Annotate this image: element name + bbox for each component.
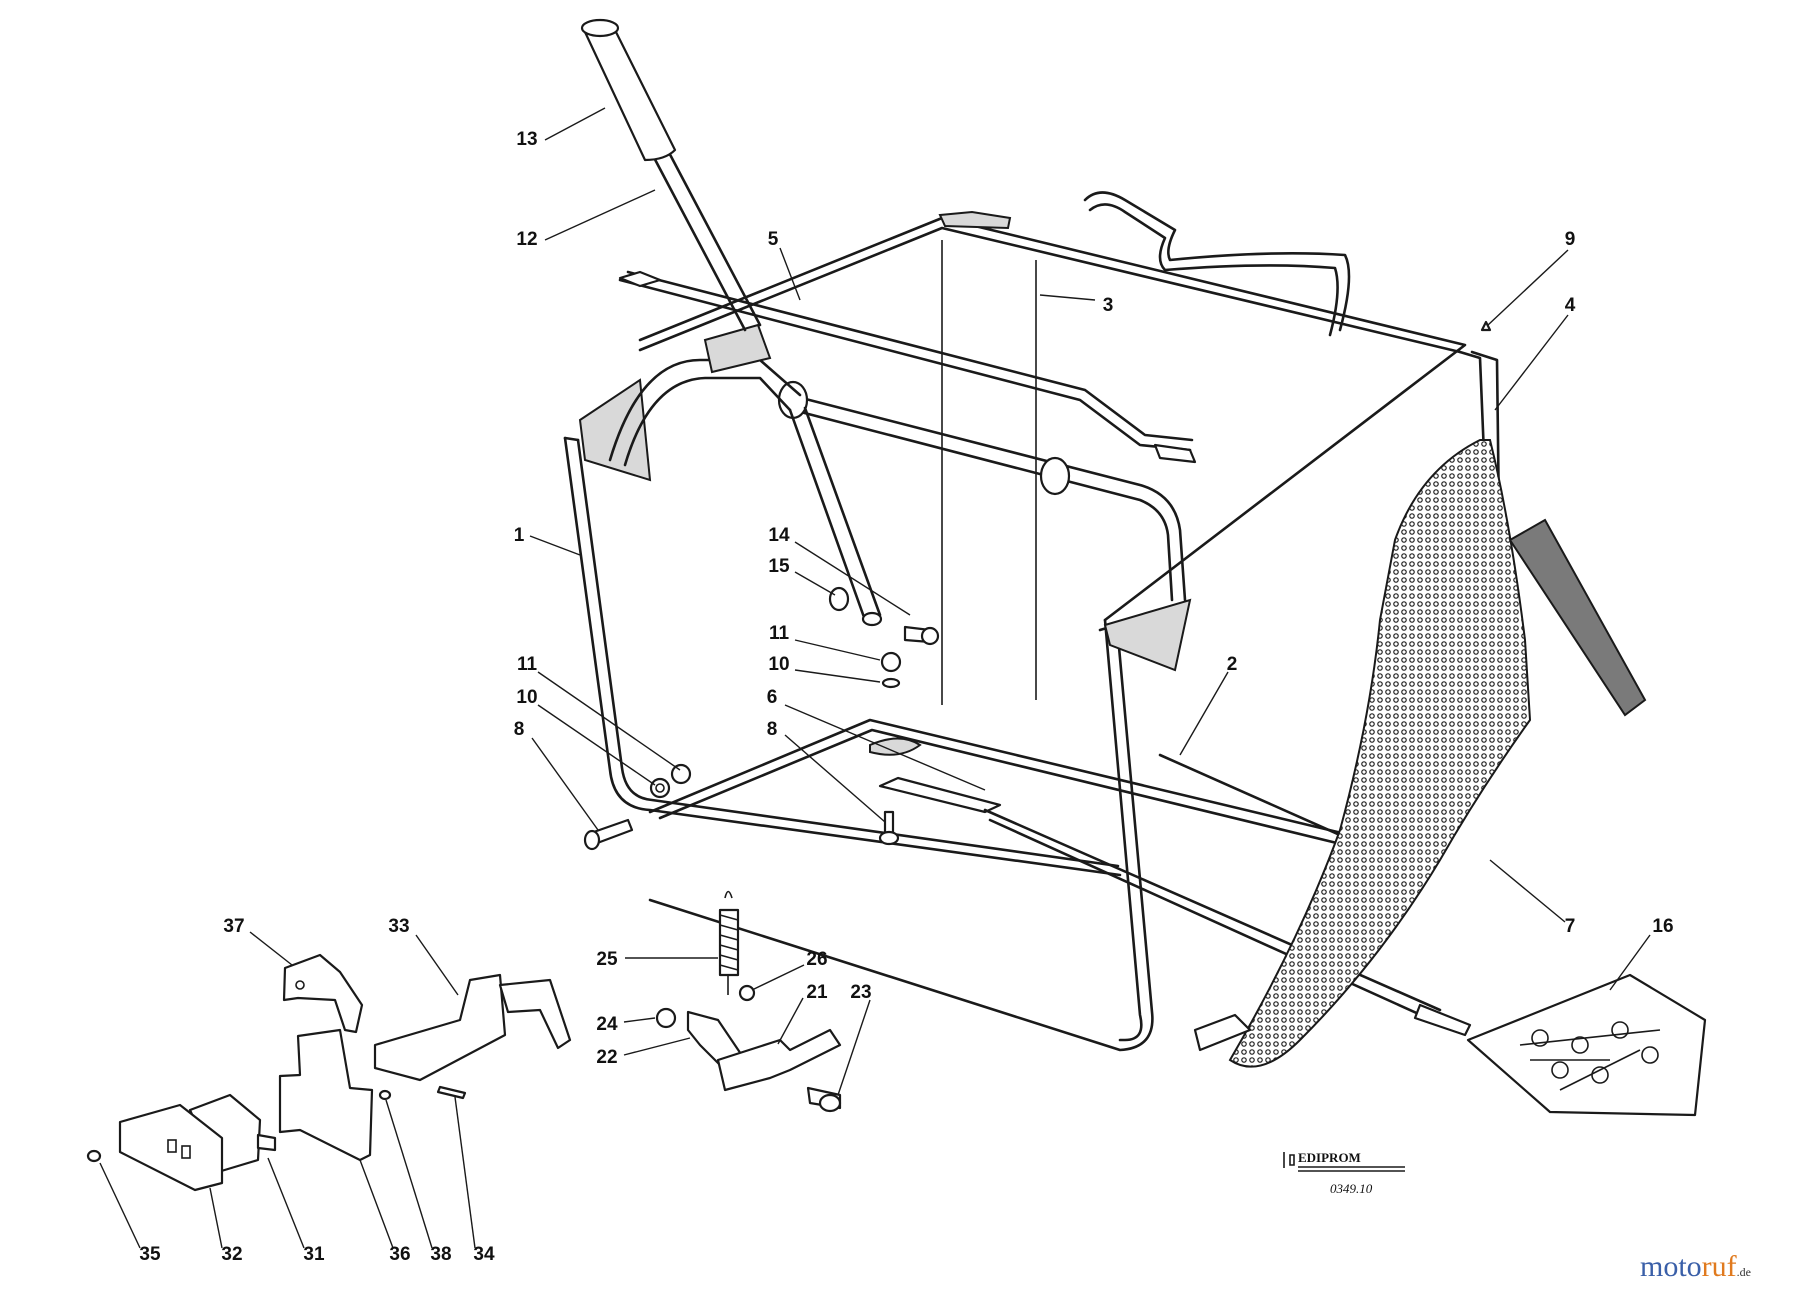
callout-14: 14 <box>768 525 790 546</box>
callout-32: 32 <box>221 1244 242 1265</box>
frame-fasteners <box>583 320 1492 851</box>
callout-31: 31 <box>303 1244 325 1265</box>
latch-assembly <box>86 953 572 1192</box>
brand-logo: motoruf.de <box>1640 1250 1751 1284</box>
callout-12: 12 <box>516 229 537 250</box>
catcher-frame <box>563 210 1502 1052</box>
brand-part-2: ruf <box>1701 1250 1737 1283</box>
callout-10: 10 <box>516 687 537 708</box>
callout-2: 2 <box>1227 654 1238 675</box>
callout-23: 23 <box>850 982 871 1003</box>
handle-assembly <box>580 18 1197 627</box>
brand-suffix: .de <box>1736 1265 1751 1279</box>
callout-38: 38 <box>430 1244 451 1265</box>
callout-25: 25 <box>596 949 618 970</box>
hardware-bag <box>1466 973 1707 1117</box>
callout-37: 37 <box>223 916 244 937</box>
callout-1: 1 <box>514 525 525 546</box>
brand-part-1: moto <box>1640 1250 1702 1283</box>
callout-21: 21 <box>806 982 828 1003</box>
leader-lines <box>99 107 1651 1249</box>
callout-8: 8 <box>514 719 525 740</box>
publisher-mark: EDIPROM 0349.10 <box>1283 1150 1405 1196</box>
callout-16: 16 <box>1652 916 1673 937</box>
callout-26: 26 <box>806 949 827 970</box>
callout-5: 5 <box>768 229 779 250</box>
callout-15: 15 <box>768 556 790 577</box>
callout-11: 11 <box>769 623 790 644</box>
callout-35: 35 <box>139 1244 161 1265</box>
callout-13: 13 <box>516 129 537 150</box>
callout-labels: 13 12 5 3 9 4 1 14 15 11 10 6 8 11 10 8 2 7 16 37 33 25 26 21 23… <box>139 129 1673 1265</box>
callout-6: 6 <box>767 687 778 708</box>
callout-10: 10 <box>768 654 789 675</box>
callout-34: 34 <box>473 1244 495 1265</box>
callout-33: 33 <box>388 916 409 937</box>
callout-36: 36 <box>389 1244 410 1265</box>
callout-11: 11 <box>517 654 538 675</box>
callout-7: 7 <box>1565 916 1576 937</box>
callout-24: 24 <box>596 1014 618 1035</box>
callout-3: 3 <box>1103 295 1114 316</box>
rear-handle <box>1083 191 1351 337</box>
callout-8: 8 <box>767 719 778 740</box>
callout-9: 9 <box>1565 229 1576 250</box>
publisher-code: 0349.10 <box>1330 1181 1373 1196</box>
publisher-name: EDIPROM <box>1298 1150 1361 1165</box>
callout-22: 22 <box>596 1047 617 1068</box>
callout-4: 4 <box>1565 295 1576 316</box>
spring-lever-assembly <box>655 890 842 1113</box>
net-bag <box>1193 439 1647 1068</box>
